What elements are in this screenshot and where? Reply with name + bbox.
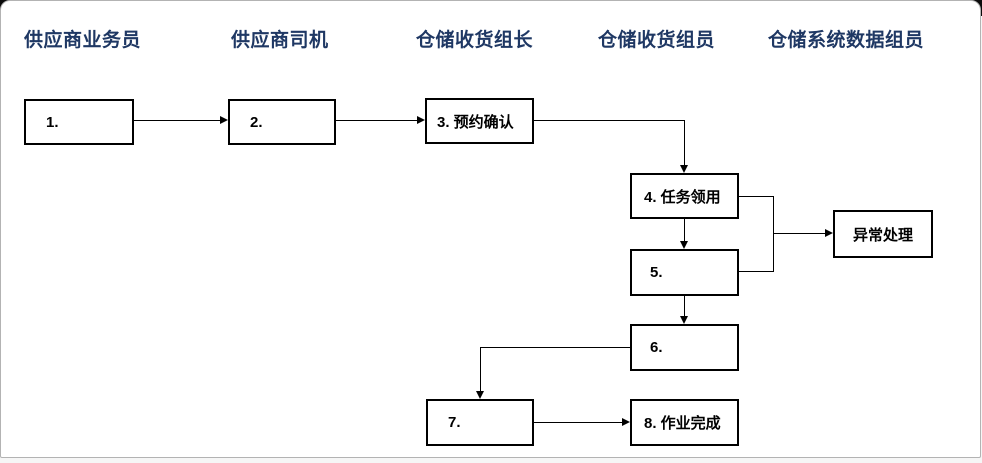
connector-3-4-hline (534, 120, 685, 121)
node-step-2: 2. (228, 99, 336, 145)
node-step-8: 8. 作业完成 (630, 399, 739, 446)
connector-7-8-arrowhead (622, 418, 630, 426)
connector-bracket-exception-arrowhead (825, 229, 833, 237)
node-step-7: 7. (426, 399, 534, 446)
connector-6-7-arrowhead (476, 391, 484, 399)
lane-header-receiving-leader: 仓储收货组长 (416, 30, 534, 51)
node-step-4: 4. 任务领用 (630, 173, 739, 219)
connector-5-6-line (684, 296, 685, 317)
lane-header-receiving-member: 仓储收货组员 (598, 30, 716, 51)
connector-2-3-line (336, 120, 417, 121)
connector-4-bracket-line (739, 196, 773, 197)
lane-header-supplier-driver: 供应商司机 (231, 30, 329, 51)
lane-header-supplier-salesman: 供应商业务员 (24, 30, 142, 51)
lane-header-system-data-member: 仓储系统数据组员 (768, 30, 925, 51)
node-step-6: 6. (630, 324, 739, 371)
connector-4-5-arrowhead (680, 241, 688, 249)
node-step-5: 5. (630, 249, 739, 296)
connector-6-7-vline (480, 347, 481, 392)
node-exception-handling: 异常处理 (833, 210, 933, 258)
connector-5-6-arrowhead (680, 316, 688, 324)
connector-6-7-hline (480, 347, 630, 348)
connector-7-8-line (534, 422, 622, 423)
connector-3-4-vline (684, 120, 685, 166)
connector-1-2-line (134, 120, 221, 121)
connector-bracket-exception-line (773, 233, 825, 234)
connector-bracket-vline (773, 196, 774, 272)
connector-2-3-arrowhead (417, 116, 425, 124)
node-step-3: 3. 预约确认 (425, 98, 534, 144)
connector-1-2-arrowhead (220, 116, 228, 124)
connector-3-4-arrowhead (680, 165, 688, 173)
connector-4-5-line (684, 219, 685, 242)
node-step-1: 1. (24, 99, 134, 145)
connector-5-bracket-line (739, 271, 773, 272)
